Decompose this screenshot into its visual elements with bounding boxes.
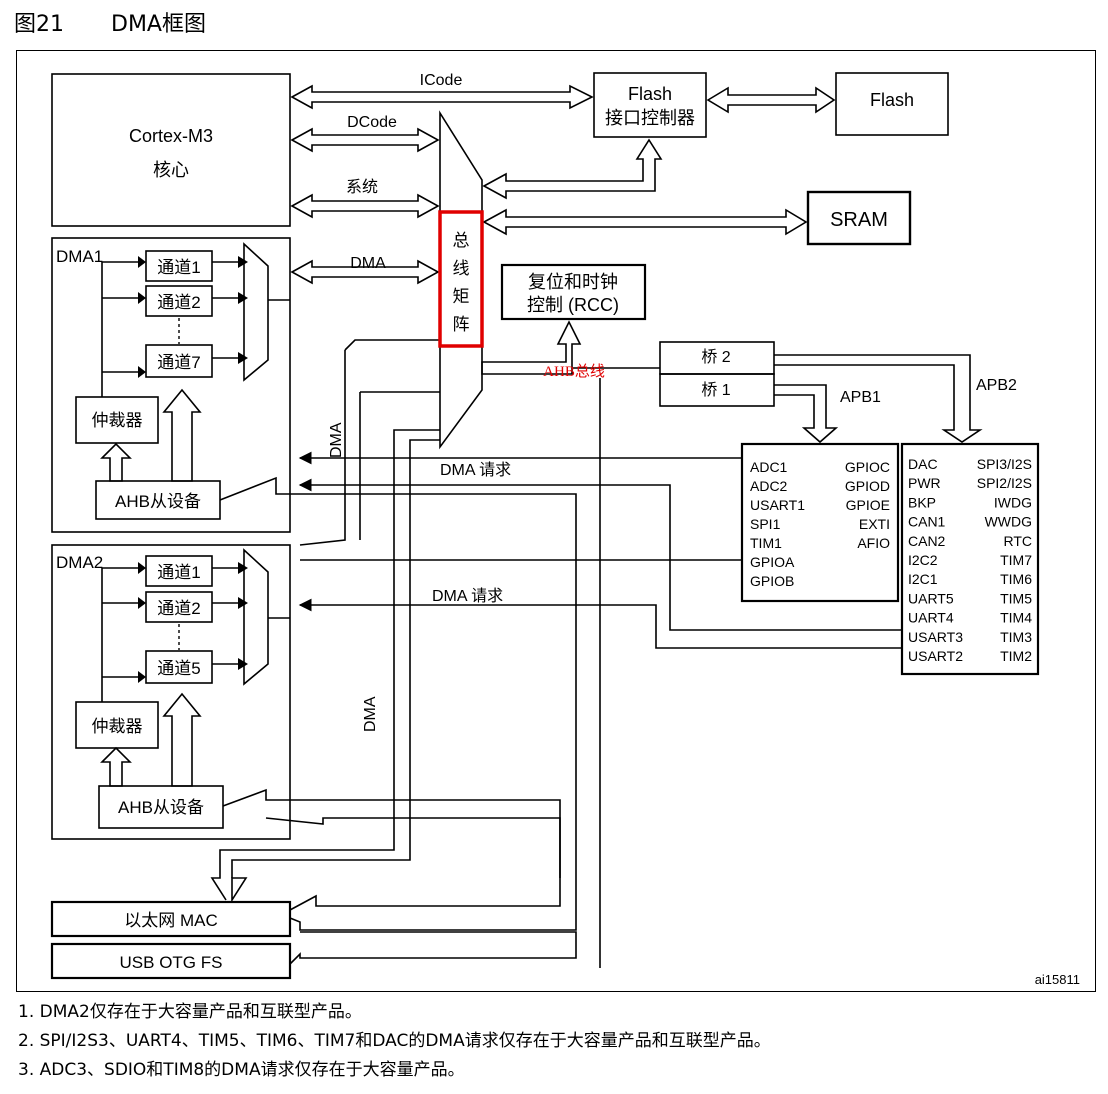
core-label-1: Cortex-M3: [129, 126, 213, 146]
dma1-channel-2: 通道2: [157, 293, 200, 312]
bridge1-label: 桥 1: [701, 381, 730, 399]
icode-label: ICode: [420, 72, 463, 89]
rcc-box: [500, 263, 647, 321]
peripheral-rtc: RTC: [1003, 533, 1032, 549]
flash-ctrl-label-1: Flash: [628, 84, 672, 104]
peripheral-usart3: USART3: [908, 629, 963, 645]
rcc-label-2: 控制 (RCC): [527, 295, 619, 315]
peripheral-adc2: ADC2: [750, 478, 788, 494]
dma2-channel-1: 通道1: [157, 563, 200, 582]
dma1-title: DMA1: [56, 247, 103, 266]
apb2-label: APB2: [976, 377, 1017, 394]
peripheral-tim5: TIM5: [1000, 590, 1032, 606]
bridge2-label: 桥 2: [701, 348, 730, 366]
bus-matrix-char-4: 阵: [453, 315, 470, 334]
peripheral-tim6: TIM6: [1000, 571, 1032, 587]
sram-label: SRAM: [830, 209, 888, 231]
figure-number: 图21: [14, 12, 64, 37]
dma2-group: [51, 544, 291, 840]
bus-matrix-shape: [439, 110, 483, 450]
peripheral-uart4: UART4: [908, 610, 954, 626]
dma-vertical-label-1: DMA: [328, 422, 345, 458]
apb2-peripherals: [900, 442, 1040, 676]
ethernet-mac-box: [50, 900, 292, 938]
peripheral-can1: CAN1: [908, 514, 946, 530]
ahb-bus-label: AHB总线: [543, 363, 605, 380]
dma2-channel-2: 通道2: [157, 599, 200, 618]
rcc-label-1: 复位和时钟: [528, 272, 618, 292]
dma1-channel-7: 通道7: [157, 353, 200, 372]
usb-otg-label: USB OTG FS: [120, 953, 223, 972]
peripheral-gpiob: GPIOB: [750, 573, 794, 589]
peripheral-tim4: TIM4: [1000, 610, 1032, 626]
footnotes: 1. DMA2仅存在于大容量产品和互联型产品。 2. SPI/I2S3、UART…: [18, 998, 771, 1085]
figure-caption: 图21 DMA框图: [14, 6, 206, 38]
dcode-label: DCode: [347, 114, 397, 131]
flash-label: Flash: [870, 90, 914, 110]
dma1-channel-1: 通道1: [157, 258, 200, 277]
peripheral-pwr: PWR: [908, 475, 941, 491]
peripheral-gpiod: GPIOD: [845, 478, 890, 494]
peripheral-adc1: ADC1: [750, 459, 788, 475]
sram-box: [806, 190, 912, 246]
flash-box: [835, 72, 949, 136]
peripheral-i2c2: I2C2: [908, 552, 938, 568]
peripheral-gpioe: GPIOE: [846, 497, 890, 513]
peripheral-spi2-i2s: SPI2/I2S: [977, 475, 1032, 491]
peripheral-bkp: BKP: [908, 494, 936, 510]
peripheral-gpioa: GPIOA: [750, 554, 795, 570]
bus-matrix-char-3: 矩: [453, 287, 470, 306]
ethernet-mac-label: 以太网 MAC: [124, 911, 218, 930]
footnote-1: 1. DMA2仅存在于大容量产品和互联型产品。: [18, 1002, 362, 1022]
dma-request-label-2: DMA 请求: [432, 587, 503, 605]
system-bus-label: 系统: [346, 178, 378, 196]
peripheral-afio: AFIO: [857, 535, 890, 551]
peripheral-gpioc: GPIOC: [845, 459, 890, 475]
bus-matrix-char-2: 线: [453, 259, 470, 278]
dma2-title: DMA2: [56, 553, 103, 572]
peripheral-tim2: TIM2: [1000, 648, 1032, 664]
dma2-ahb-slave: AHB从设备: [118, 798, 204, 817]
footnote-2: 2. SPI/I2S3、UART4、TIM5、TIM6、TIM7和DAC的DMA…: [18, 1031, 771, 1051]
dma-bus-label: DMA: [350, 255, 386, 272]
peripheral-usart1: USART1: [750, 497, 805, 513]
dma2-mux: [243, 548, 269, 686]
peripheral-iwdg: IWDG: [994, 494, 1032, 510]
peripheral-tim7: TIM7: [1000, 552, 1032, 568]
peripheral-spi3-i2s: SPI3/I2S: [977, 456, 1032, 472]
peripheral-tim3: TIM3: [1000, 629, 1032, 645]
dma1-group: [51, 237, 291, 533]
dma1-arbiter: 仲裁器: [92, 411, 143, 430]
dma-request-label-1: DMA 请求: [440, 461, 511, 479]
peripheral-i2c1: I2C1: [908, 571, 938, 587]
peripheral-can2: CAN2: [908, 533, 946, 549]
peripheral-tim1: TIM1: [750, 535, 782, 551]
cortex-core-box: [51, 73, 291, 227]
peripheral-uart5: UART5: [908, 590, 954, 606]
bus-matrix-char-1: 总: [453, 231, 470, 250]
peripheral-usart2: USART2: [908, 648, 963, 664]
apb1-peripherals: [740, 442, 900, 603]
peripheral-spi1: SPI1: [750, 516, 781, 532]
diagram-frame: [16, 50, 1096, 992]
peripheral-wwdg: WWDG: [985, 514, 1032, 530]
peripheral-dac: DAC: [908, 456, 938, 472]
dma2-arbiter: 仲裁器: [92, 717, 143, 736]
usb-otg-box: [50, 942, 292, 980]
peripheral-exti: EXTI: [859, 516, 890, 532]
footnote-3: 3. ADC3、SDIO和TIM8的DMA请求仅存在于大容量产品。: [18, 1060, 465, 1080]
flash-ctrl-label-2: 接口控制器: [605, 108, 695, 128]
dma1-mux: [243, 242, 269, 382]
figure-id: ai15811: [1035, 972, 1080, 987]
dma2-channel-5: 通道5: [157, 659, 200, 678]
dma-vertical-label-2: DMA: [362, 696, 379, 732]
apb1-label: APB1: [840, 389, 881, 406]
core-label-2: 核心: [153, 160, 189, 180]
bus-matrix-highlight: [438, 210, 484, 348]
figure-title: DMA框图: [111, 12, 206, 37]
flash-controller-box: [593, 72, 707, 138]
bridge1-box: [659, 373, 775, 407]
dma1-ahb-slave: AHB从设备: [115, 492, 201, 511]
